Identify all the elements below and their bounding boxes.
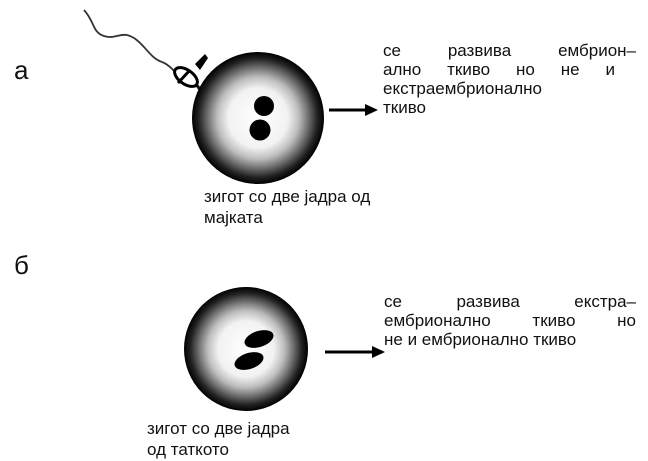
result-line: се развива ембрион– xyxy=(383,41,636,60)
maternal-nucleus xyxy=(254,96,274,116)
panel-a-result: се развива ембрион– ално ткиво но не и е… xyxy=(383,41,636,117)
result-line: не и ембрионално ткиво xyxy=(384,330,636,349)
result-line: ембрионално ткиво но xyxy=(384,311,636,330)
result-line: ално ткиво но не и xyxy=(383,60,615,79)
arrow-b xyxy=(325,346,385,358)
arrow-a xyxy=(329,104,378,116)
zygote-paternal xyxy=(184,287,308,411)
result-word: ембрионално xyxy=(384,311,491,330)
result-word: развива xyxy=(448,41,511,60)
maternal-nucleus xyxy=(250,120,271,141)
result-line: екстраембрионално xyxy=(383,79,636,98)
panel-b-result: се развива екстра– ембрионално ткиво но … xyxy=(384,292,636,349)
result-word: екстра– xyxy=(574,292,636,311)
caption-line: зигот со две јадра од xyxy=(204,186,370,207)
result-word: и xyxy=(605,60,615,79)
result-word: ткиво xyxy=(532,311,575,330)
caption-line: од таткото xyxy=(147,439,290,460)
zygote-maternal xyxy=(192,52,324,184)
result-line: се развива екстра– xyxy=(384,292,636,311)
panel-b-caption: зигот со две јадра од таткото xyxy=(147,418,290,460)
result-word: не xyxy=(561,60,580,79)
result-word: ткиво xyxy=(447,60,490,79)
result-word: се xyxy=(384,292,402,311)
panel-a-caption: зигот со две јадра од мајката xyxy=(204,186,370,228)
result-word: ално xyxy=(383,60,421,79)
panel-b-label: б xyxy=(14,250,29,281)
result-word: но xyxy=(516,60,535,79)
result-word: но xyxy=(617,311,636,330)
result-word: развива xyxy=(456,292,519,311)
panel-a-label: а xyxy=(14,55,28,86)
result-line: ткиво xyxy=(383,98,636,117)
caption-line: мајката xyxy=(204,207,370,228)
result-word: се xyxy=(383,41,401,60)
sperm-cell xyxy=(84,10,208,90)
result-word: ембрион– xyxy=(558,41,636,60)
caption-line: зигот со две јадра xyxy=(147,418,290,439)
